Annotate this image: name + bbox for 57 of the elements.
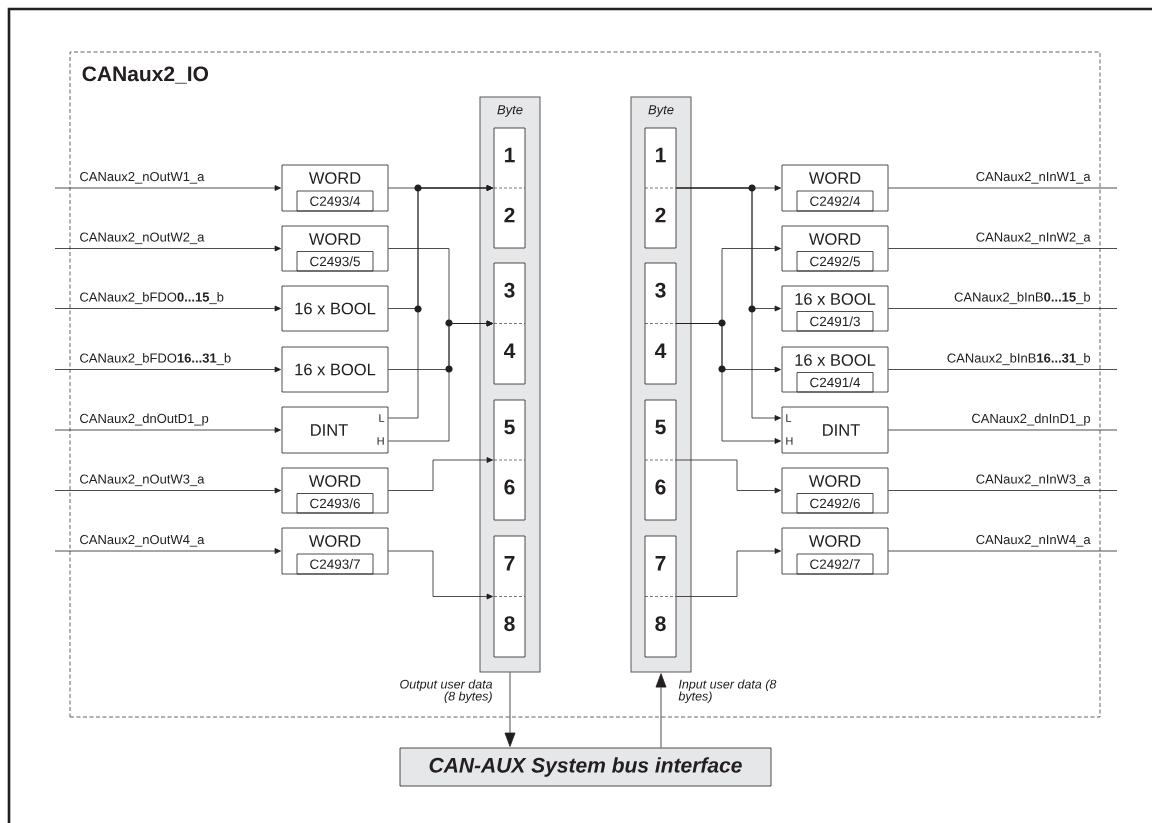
parameter-box: C2492/4 bbox=[796, 190, 874, 212]
parameter-box: C2493/4 bbox=[296, 190, 374, 212]
signal-label: CANaux2_nInW2_a bbox=[974, 231, 1092, 246]
arrow bbox=[676, 187, 781, 421]
signal-label: CANaux2_nOutW3_a bbox=[78, 473, 206, 488]
arrow bbox=[54, 245, 281, 252]
signal-label: CANaux2_nOutW2_a bbox=[78, 231, 206, 246]
arrow bbox=[388, 550, 493, 600]
signal-label: CANaux2_nInW1_a bbox=[974, 170, 1092, 185]
signal-label: CANaux2_nInW3_a bbox=[974, 473, 1092, 488]
arrow bbox=[676, 548, 781, 597]
arrow bbox=[388, 457, 493, 491]
arrow bbox=[54, 487, 281, 494]
signal-label: CANaux2_bInB16...31_b bbox=[945, 352, 1092, 367]
byte-box: 7 8 bbox=[493, 535, 526, 658]
parameter-box: C2493/7 bbox=[296, 553, 374, 575]
data-type-box: 16 x BOOL bbox=[281, 285, 389, 332]
arrow bbox=[54, 185, 281, 191]
signal-label: CANaux2_bInB0...15_b bbox=[953, 291, 1092, 306]
signal-label: CANaux2_dnInD1_p bbox=[970, 412, 1092, 427]
arrow bbox=[54, 548, 281, 554]
interface-box: CAN-AUX System bus interface bbox=[399, 747, 772, 787]
arrow bbox=[676, 323, 781, 444]
byte-box: 5 6 bbox=[493, 399, 526, 521]
data-type-box: 16 x BOOL bbox=[281, 346, 389, 393]
data-type-box: DINT L H bbox=[281, 406, 389, 454]
data-type-box: DINT L H bbox=[781, 406, 889, 454]
signal-label: CANaux2_nInW4_a bbox=[974, 533, 1092, 548]
arrow bbox=[54, 305, 281, 312]
arrow bbox=[388, 185, 493, 419]
arrow bbox=[655, 673, 667, 748]
parameter-box: C2492/5 bbox=[796, 251, 874, 272]
signal-label: CANaux2_dnOutD1_p bbox=[78, 412, 210, 427]
parameter-box: C2493/6 bbox=[296, 493, 374, 514]
arrow bbox=[504, 672, 516, 747]
parameter-box: C2493/5 bbox=[296, 251, 374, 272]
byte-box: 7 8 bbox=[644, 535, 677, 658]
block-title: CANaux2_IO bbox=[82, 66, 209, 84]
arrow bbox=[388, 320, 493, 442]
signal-label: Input user data (8 bytes) bbox=[678, 679, 777, 704]
signal-label: Output user data (8 bytes) bbox=[400, 679, 493, 704]
byte-box: 1 2 bbox=[644, 127, 677, 249]
byte-box: 3 4 bbox=[493, 262, 526, 385]
parameter-box: C2492/7 bbox=[796, 553, 874, 575]
arrow bbox=[54, 366, 281, 373]
signal-label: CANaux2_nOutW1_a bbox=[78, 170, 206, 185]
byte-box: 1 2 bbox=[493, 127, 526, 249]
arrow bbox=[676, 459, 781, 494]
parameter-box: C2491/4 bbox=[796, 372, 874, 393]
parameter-box: C2491/3 bbox=[796, 311, 874, 332]
signal-label: CANaux2_bFDO16...31_b bbox=[78, 352, 233, 367]
signal-label: CANaux2_bFDO0...15_b bbox=[78, 291, 225, 306]
byte-box: 3 4 bbox=[644, 262, 677, 385]
byte-box: 5 6 bbox=[644, 399, 677, 521]
arrow bbox=[54, 427, 281, 433]
signal-label: CANaux2_nOutW4_a bbox=[78, 533, 206, 548]
parameter-box: C2492/6 bbox=[796, 493, 874, 514]
